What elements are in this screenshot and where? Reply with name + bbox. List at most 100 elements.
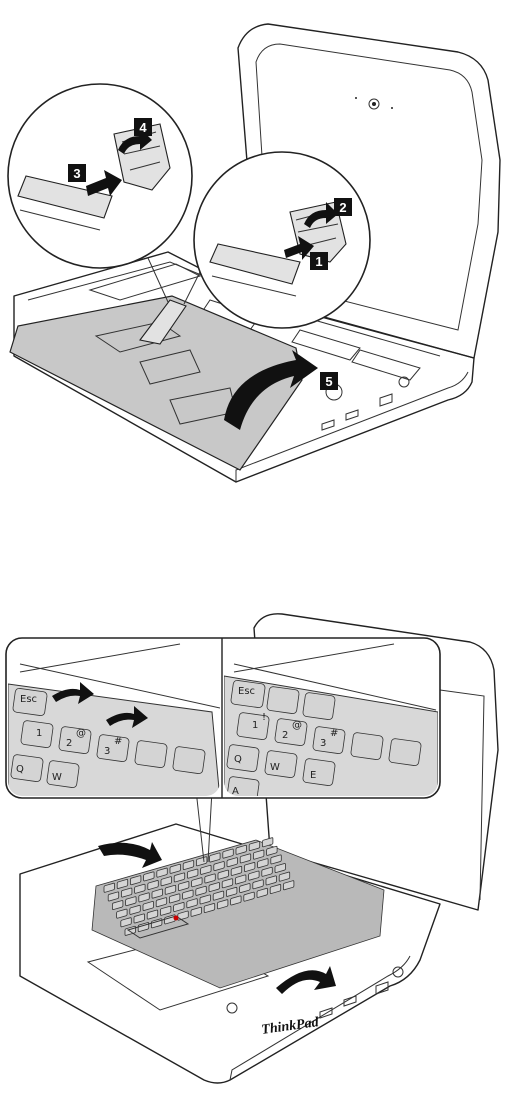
keyboard-key [164,884,177,895]
keyboard-key [156,867,168,878]
push-arrow-3 [86,170,122,196]
keyboard-key [146,909,159,920]
keyboard-key [107,891,120,902]
keyboard-key [269,884,282,894]
figure-keyboard-install: ThinkPad Esc 1 2 @ 3 # Q W Esc [0,600,505,1097]
trackpoint [173,915,179,921]
keyboard-key [143,871,155,882]
keyboard-key [147,880,159,890]
keyboard-key [226,857,238,868]
keyboard-key [256,887,268,898]
keyboard-key [216,899,229,910]
keyboard-key [155,897,168,908]
webcam-icon [368,98,380,110]
power-button [398,376,410,388]
key-excl-right: ! [262,712,266,723]
keyboard-key [261,866,273,877]
key-esc-left: Esc [20,694,37,705]
keyboard-key [252,849,265,860]
key-w-left: W [52,772,62,783]
keyboard-key [265,875,277,886]
cable-end-right [209,243,301,285]
webcam-lens [372,102,376,106]
keyboard-key [133,913,145,924]
keyboard-key [116,908,128,919]
keyboard-key [248,870,260,881]
keyboard-key [195,885,207,896]
step-badge-5 [320,372,338,390]
key-esc-right: Esc [238,686,255,697]
keyboard-key [151,888,163,899]
keyboard-key [225,886,238,897]
key-one-left: 1 [36,728,42,739]
keyboard-key [173,872,186,883]
keyboard-keys [103,837,295,936]
keyboard-key [248,841,261,851]
keyboard-key [190,906,202,917]
key-hash-left: # [114,736,122,747]
keyboard-key [120,917,132,928]
laptop-base-bottom [19,823,441,1084]
keyboard-key [199,894,211,905]
keyboard-key [274,863,286,873]
keyboard-key [186,868,199,879]
step-label-5: 5 [325,374,332,389]
laptop-lid [237,23,501,359]
laptop-screen-bezel [255,43,483,331]
laptop-illustration-top: 5 3 4 1 2 [7,23,501,483]
step-label-4: 4 [139,120,147,135]
key-one-right: 1 [252,720,258,731]
press-arrow-right [276,966,336,994]
keyboard-key [177,881,190,891]
zoom-right: Esc 1 ! 2 @ 3 # Q W E A [224,643,438,796]
step-badge-1 [310,252,328,270]
power-button-bottom [392,966,404,978]
keyboard-key [257,858,269,869]
lift-arrow [224,350,318,430]
keyboard-key [282,880,295,891]
key-q-right: Q [234,754,242,765]
key-two-left: 2 [66,738,72,749]
key-two-right: 2 [282,730,288,741]
step-badge-4 [134,118,152,136]
zoom-left: Esc 1 2 @ 3 # Q W [8,643,220,796]
keyboard-key [204,873,216,884]
keyboard-key [203,903,216,913]
keyboard-key [169,863,181,874]
keyboard-key [173,902,185,912]
keyboard-key [243,862,256,872]
keyboard-key [182,889,194,900]
keyboard-key [125,896,137,907]
keyboard-key [116,879,129,889]
laptop-illustration-bottom: ThinkPad Esc 1 2 @ 3 # Q W Esc [5,613,499,1084]
keyboard-key [129,904,141,915]
keyboard-key [230,895,242,906]
keyboard-cable [139,299,187,345]
keyboard-key [261,837,274,848]
keyboard-key [239,883,251,894]
key-at-left: @ [76,728,86,739]
keyboard-key [278,871,291,882]
step-label-2: 2 [339,200,346,215]
fingerprint-reader [226,1002,238,1014]
keyboard-key [213,861,225,872]
keyboard-key [234,874,247,885]
keyboard-key [208,882,220,892]
laptop-base [13,251,475,483]
keyboard-key [222,848,234,859]
key-w-right: W [270,762,280,773]
keyboard[interactable] [91,839,385,989]
keyboard-key [243,891,255,902]
callout-left [7,83,193,269]
keyboard-key [270,854,282,865]
push-arrow-1 [284,236,314,260]
keyboard-key [142,901,154,911]
keyboard-key [112,900,124,910]
step-label-1: 1 [315,254,322,269]
insert-arrow-left [98,842,162,868]
key-e-right: E [310,770,316,781]
push-arrow-zoom-1 [52,682,94,704]
keyboard-key [134,883,146,894]
key-hash-right: # [330,728,338,739]
keyboard-key [221,878,234,889]
